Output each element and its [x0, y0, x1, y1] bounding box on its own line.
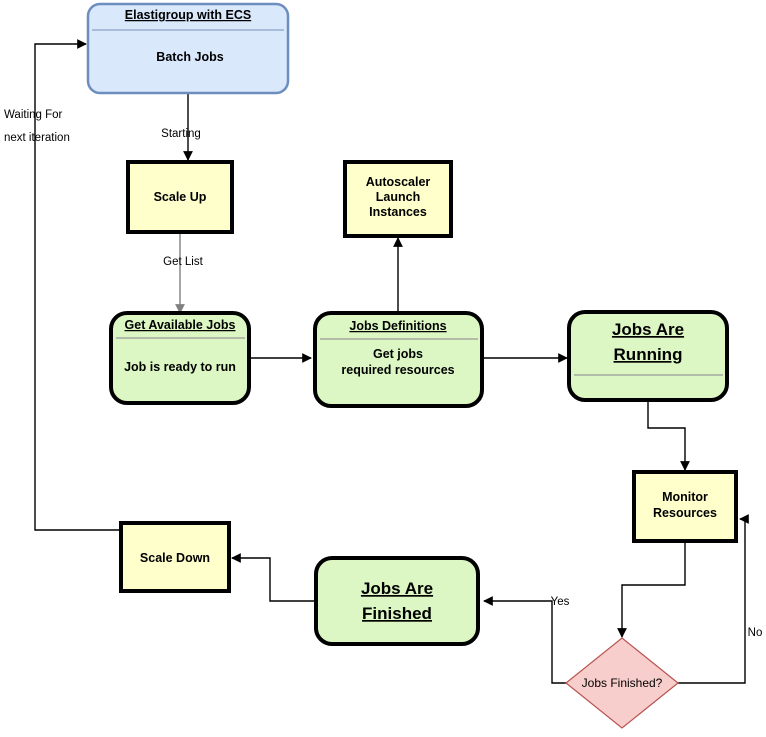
- elastigroup-title: Elastigroup with ECS: [125, 8, 251, 22]
- jobs-are-running-title-line-1: Jobs Are: [612, 320, 684, 339]
- jobs-are-finished-shape: [314, 556, 480, 646]
- scale-down-node[interactable]: Scale Down: [119, 521, 231, 593]
- scale-up-node[interactable]: Scale Up: [126, 160, 234, 234]
- get-available-jobs-body: Job is ready to run: [124, 360, 236, 374]
- edge-label-starting: Starting: [161, 128, 201, 140]
- edge-jobsarefinished-to-scaledown: [231, 553, 315, 602]
- autoscaler-node-shape: [343, 160, 453, 238]
- elastigroup-body: Batch Jobs: [156, 50, 223, 64]
- jobs-are-running-node[interactable]: Jobs Are Running: [567, 310, 729, 402]
- jobs-definitions-line-1: Get jobs: [373, 347, 423, 361]
- scale-down-label: Scale Down: [140, 551, 210, 565]
- jobs-are-running-shape: [567, 310, 729, 402]
- edge-label-waiting-line1: Waiting For: [4, 109, 63, 121]
- scale-down-shape: [119, 521, 231, 593]
- edge-decision-no-to-monitorresources: [677, 514, 749, 684]
- get-available-jobs-shape: [109, 311, 251, 405]
- autoscaler-line-2: Launch: [376, 190, 420, 204]
- edge-decision-yes-to-jobsarefinished: [483, 596, 567, 684]
- jobs-definitions-node[interactable]: Jobs Definitions Get jobs required resou…: [313, 311, 484, 408]
- monitor-resources-line-1: Monitor: [662, 490, 708, 504]
- edge-scaledown-to-elastigroup: [34, 39, 120, 531]
- scale-up-label: Scale Up: [154, 190, 207, 204]
- edge-label-yes: Yes: [551, 596, 570, 608]
- monitor-resources-line-2: Resources: [653, 506, 717, 520]
- edge-monitorresources-to-decision: [617, 542, 686, 638]
- scale-up-node-shape: [126, 160, 234, 234]
- edge-label-get-list: Get List: [163, 256, 203, 268]
- monitor-resources-shape: [632, 470, 738, 543]
- autoscaler-node[interactable]: Autoscaler Launch Instances: [343, 160, 453, 238]
- get-available-jobs-node[interactable]: Get Available Jobs Job is ready to run: [109, 311, 251, 405]
- get-available-jobs-title: Get Available Jobs: [125, 318, 236, 332]
- jobs-are-finished-title-line-1: Jobs Are: [361, 579, 433, 598]
- jobs-are-finished-node[interactable]: Jobs Are Finished: [314, 556, 480, 646]
- jobs-definitions-line-2: required resources: [341, 363, 454, 377]
- autoscaler-line-1: Autoscaler: [366, 175, 431, 189]
- edge-jobsarerunning-to-monitorresources: [647, 400, 690, 471]
- edge-label-waiting-line2: next iteration: [4, 132, 70, 144]
- jobs-are-running-title-line-2: Running: [614, 345, 683, 364]
- monitor-resources-node[interactable]: Monitor Resources: [632, 470, 738, 543]
- jobs-finished-decision-node[interactable]: Jobs Finished?: [565, 637, 679, 729]
- autoscaler-line-3: Instances: [369, 205, 427, 219]
- jobs-finished-decision-label: Jobs Finished?: [582, 676, 663, 690]
- jobs-are-finished-title-line-2: Finished: [362, 604, 432, 623]
- edge-label-no: No: [748, 627, 763, 639]
- elastigroup-node[interactable]: Elastigroup with ECS Batch Jobs: [86, 2, 290, 95]
- jobs-definitions-title: Jobs Definitions: [349, 319, 446, 333]
- jobs-finished-decision-shape: [565, 637, 679, 729]
- jobs-definitions-shape: [313, 311, 484, 408]
- elastigroup-node-shape: [86, 2, 290, 95]
